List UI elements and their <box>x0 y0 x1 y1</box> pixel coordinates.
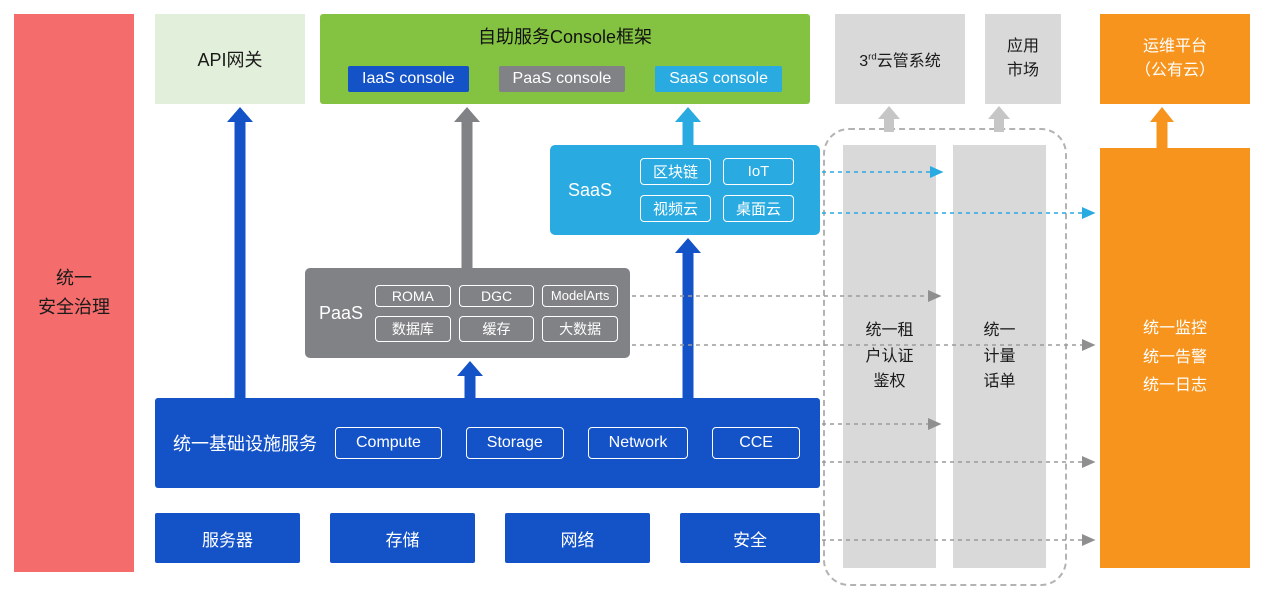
arrow-paas-to-console <box>454 107 480 270</box>
paas-item-modelarts: ModelArts <box>542 284 618 307</box>
saas-console-button: SaaS console <box>655 66 782 92</box>
infra-item-compute: Compute <box>335 427 442 459</box>
resource-box-server: 服务器 <box>155 513 300 563</box>
infra-item-storage: Storage <box>465 427 564 459</box>
app-market-box: 应用 市场 <box>985 14 1061 104</box>
ops-platform-box: 运维平台 （公有云） <box>1100 14 1250 104</box>
metering-bar: 统一 计量 话单 <box>953 145 1046 568</box>
arrow-monitoring-to-ops-platform <box>1150 107 1174 150</box>
paas-items-grid: ROMA DGC ModelArts 数据库 缓存 大数据 <box>375 284 618 342</box>
iaas-console-button: IaaS console <box>348 66 469 92</box>
saas-label: SaaS <box>568 179 613 200</box>
paas-label: PaaS <box>319 302 364 323</box>
resource-box-network: 网络 <box>505 513 650 563</box>
console-frame: 自助服务Console框架 IaaS console PaaS console … <box>320 14 810 104</box>
paas-item-bigdata: 大数据 <box>542 315 618 342</box>
third-party-cloud-box: 3rd云管系统 <box>835 14 965 104</box>
arrow-saas-to-console <box>675 107 701 147</box>
saas-item-desktop-cloud: 桌面云 <box>723 195 795 222</box>
saas-item-blockchain: 区块链 <box>640 158 712 185</box>
monitoring-bar: 统一监控 统一告警 统一日志 <box>1100 148 1250 568</box>
console-frame-title: 自助服务Console框架 <box>477 27 653 47</box>
console-buttons-row: IaaS console PaaS console SaaS console <box>348 66 782 92</box>
tenant-auth-bar: 统一租 户认证 鉴权 <box>843 145 936 568</box>
saas-item-iot: IoT <box>723 158 795 185</box>
security-governance-bar: 统一 安全治理 <box>14 14 134 572</box>
resource-box-security: 安全 <box>680 513 820 563</box>
api-gateway-box: API网关 <box>155 14 305 104</box>
paas-item-dgc: DGC <box>458 284 535 307</box>
saas-item-video-cloud: 视频云 <box>640 195 712 222</box>
saas-box: SaaS 区块链 IoT 视频云 桌面云 <box>550 145 820 235</box>
arrow-infra-to-paas <box>457 361 483 400</box>
paas-item-database: 数据库 <box>375 315 451 342</box>
paas-item-cache: 缓存 <box>458 315 535 342</box>
third-party-cloud-label: 3rd云管系统 <box>859 51 941 70</box>
resource-box-storage: 存储 <box>330 513 475 563</box>
shared-services-dashed-container <box>823 128 1067 586</box>
infrastructure-box: 统一基础设施服务 Compute Storage Network CCE <box>155 398 820 488</box>
arrow-infra-to-api-gateway <box>227 107 253 400</box>
infrastructure-items-row: Compute Storage Network CCE <box>335 427 800 459</box>
infrastructure-label: 统一基础设施服务 <box>173 434 317 454</box>
paas-console-button: PaaS console <box>498 66 626 92</box>
arrow-infra-to-saas <box>675 238 701 400</box>
paas-item-roma: ROMA <box>375 284 451 307</box>
infra-item-cce: CCE <box>712 427 800 459</box>
paas-box: PaaS ROMA DGC ModelArts 数据库 缓存 大数据 <box>305 268 630 358</box>
saas-items-grid: 区块链 IoT 视频云 桌面云 <box>628 158 806 222</box>
infra-item-network: Network <box>587 427 689 459</box>
